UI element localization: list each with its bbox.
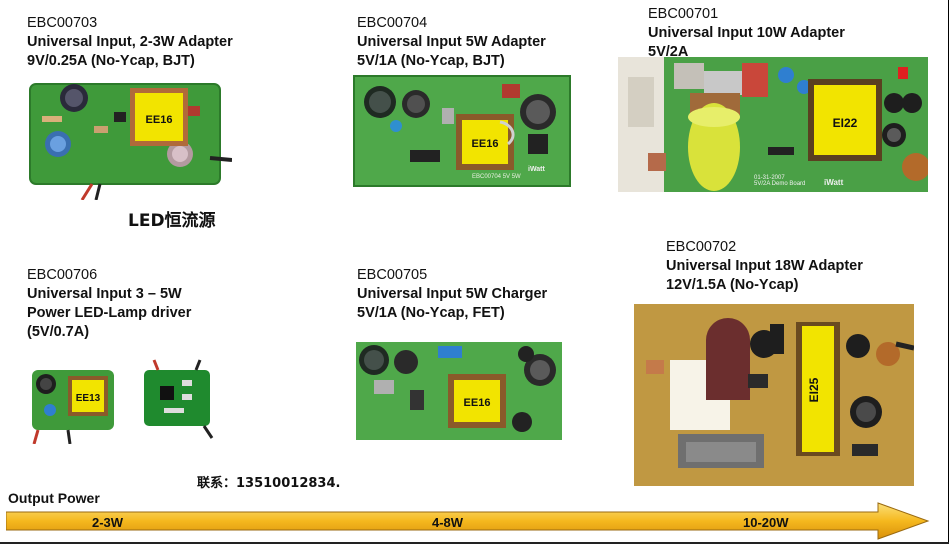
- product-title: Universal Input 5W Charger: [357, 286, 548, 302]
- transformer-label: EE16: [464, 397, 491, 409]
- board-photo-ebc00706-bottom: [138, 358, 220, 440]
- silkscreen-date: 01-31-2007: [754, 175, 785, 181]
- board-photo-ebc00702: EI25: [634, 304, 914, 486]
- product-label-ebc00705: EBC00705 Universal Input 5W Charger 5V/1…: [357, 266, 547, 323]
- bottom-border: [0, 542, 949, 544]
- transformer-label: EE13: [76, 393, 101, 404]
- transformer-label: EE16: [472, 138, 499, 150]
- silkscreen-text: 5V/2A Demo Board: [754, 181, 805, 187]
- axis-title: Output Power: [8, 490, 100, 506]
- product-title: Universal Input, 2-3W Adapter: [27, 34, 233, 50]
- product-title: Universal Input 18W Adapter: [666, 258, 863, 274]
- output-power-arrow: [6, 502, 930, 540]
- product-code: EBC00705: [357, 267, 428, 283]
- product-label-ebc00706: EBC00706 Universal Input 3 – 5W Power LE…: [27, 266, 191, 342]
- product-spec-extra: (5V/0.7A): [27, 324, 90, 340]
- iwatt-logo: iWatt: [528, 166, 546, 173]
- product-spec: 5V/1A (No-Ycap, FET): [357, 305, 505, 321]
- product-title: Universal Input 3 – 5W: [27, 286, 182, 302]
- product-spec: 5V/1A (No-Ycap, BJT): [357, 53, 505, 69]
- transformer-label: EI22: [833, 116, 858, 130]
- transformer-label: EI25: [807, 377, 821, 402]
- board-photo-ebc00704: EE16 EBC00704 5V 5W iWatt: [352, 74, 574, 190]
- product-label-ebc00702: EBC00702 Universal Input 18W Adapter 12V…: [666, 238, 863, 295]
- board-photo-ebc00706-top: EE13: [28, 362, 120, 444]
- board-photo-ebc00701: EI22 5V/2A Demo Board 01-31-2007 iWatt: [618, 57, 928, 192]
- product-code: EBC00703: [27, 15, 98, 31]
- axis-label-mid: 4-8W: [432, 515, 464, 530]
- product-title: Universal Input 10W Adapter: [648, 25, 845, 41]
- product-spec: 12V/1.5A (No-Ycap): [666, 277, 799, 293]
- product-label-ebc00701: EBC00701 Universal Input 10W Adapter 5V/…: [648, 5, 845, 62]
- product-code: EBC00704: [357, 15, 428, 31]
- silkscreen-text: EBC00704 5V 5W: [472, 174, 521, 180]
- product-title: Universal Input 5W Adapter: [357, 34, 546, 50]
- product-spec: 9V/0.25A (No-Ycap, BJT): [27, 53, 195, 69]
- product-code: EBC00702: [666, 239, 737, 255]
- product-label-ebc00703: EBC00703 Universal Input, 2-3W Adapter 9…: [27, 14, 233, 71]
- board-photo-ebc00703: EE16: [22, 76, 232, 200]
- product-code: EBC00706: [27, 267, 98, 283]
- contact-text: 联系：13510012834.: [197, 476, 341, 491]
- transformer-label: EE16: [146, 114, 173, 126]
- led-heading: LED恒流源: [128, 211, 216, 231]
- product-spec: Power LED-Lamp driver: [27, 305, 192, 321]
- board-photo-ebc00705: EE16: [354, 340, 566, 444]
- product-code: EBC00701: [648, 6, 719, 22]
- product-label-ebc00704: EBC00704 Universal Input 5W Adapter 5V/1…: [357, 14, 546, 71]
- axis-label-high: 10-20W: [743, 515, 789, 530]
- product-spec: 5V/2A: [648, 44, 689, 60]
- iwatt-logo: iWatt: [824, 178, 844, 187]
- axis-label-low: 2-3W: [92, 515, 124, 530]
